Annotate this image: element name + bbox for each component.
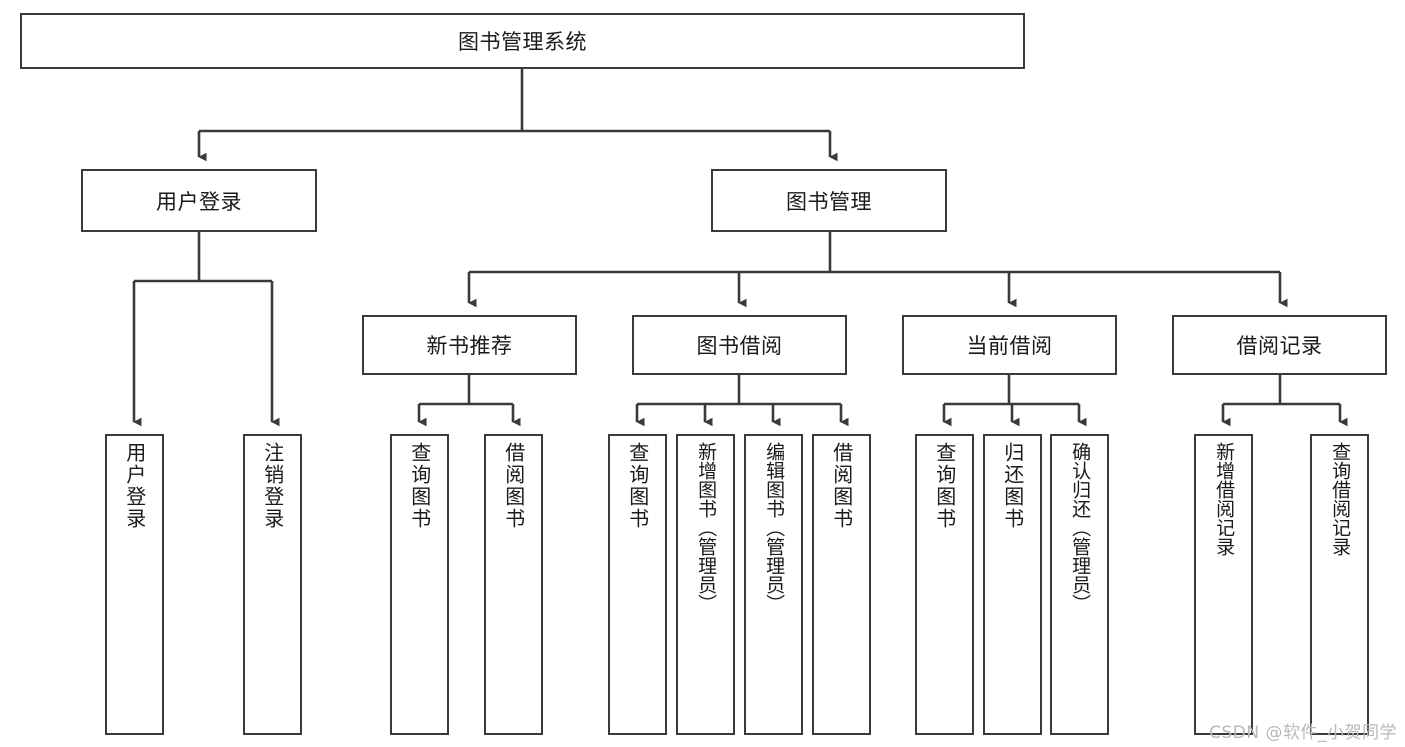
node-book-manage-label: 图书管理 xyxy=(786,189,872,214)
watermark: CSDN @软件_小贺同学 xyxy=(1209,723,1397,743)
node-root[interactable]: 图书管理系统 xyxy=(20,13,1025,69)
leaf-query-book-1[interactable]: 查询图书 xyxy=(390,434,449,735)
leaf-query-book-3-label: 查询图书 xyxy=(932,442,957,530)
leaf-borrow-book-1[interactable]: 借阅图书 xyxy=(484,434,543,735)
node-borrow-record-label: 借阅记录 xyxy=(1236,334,1323,358)
leaf-return-book-label: 归还图书 xyxy=(1000,442,1025,530)
node-new-book-recommend[interactable]: 新书推荐 xyxy=(362,315,577,375)
node-book-manage[interactable]: 图书管理 xyxy=(711,169,947,232)
leaf-add-record[interactable]: 新增借阅记录 xyxy=(1194,434,1253,735)
leaf-edit-book[interactable]: 编辑图书（管理员） xyxy=(744,434,803,735)
node-book-borrow[interactable]: 图书借阅 xyxy=(632,315,847,375)
leaf-return-book[interactable]: 归还图书 xyxy=(983,434,1042,735)
leaf-confirm-return-label: 确认归还（管理员） xyxy=(1069,442,1092,613)
leaf-user-login[interactable]: 用户登录 xyxy=(105,434,164,735)
leaf-confirm-return[interactable]: 确认归还（管理员） xyxy=(1050,434,1109,735)
leaf-add-book-label: 新增图书（管理员） xyxy=(695,442,718,613)
leaf-query-book-2-label: 查询图书 xyxy=(625,442,650,530)
node-user-login-label: 用户登录 xyxy=(156,189,242,214)
leaf-user-logout[interactable]: 注销登录 xyxy=(243,434,302,735)
node-current-borrow-label: 当前借阅 xyxy=(966,334,1053,358)
leaf-query-book-2[interactable]: 查询图书 xyxy=(608,434,667,735)
leaf-query-record-label: 查询借阅记录 xyxy=(1329,442,1352,556)
node-book-borrow-label: 图书借阅 xyxy=(696,334,783,358)
leaf-query-book-1-label: 查询图书 xyxy=(407,442,432,530)
leaf-user-logout-label: 注销登录 xyxy=(260,442,285,530)
leaf-borrow-book-2-label: 借阅图书 xyxy=(829,442,854,530)
leaf-borrow-book-1-label: 借阅图书 xyxy=(501,442,526,530)
leaf-add-book[interactable]: 新增图书（管理员） xyxy=(676,434,735,735)
leaf-query-record[interactable]: 查询借阅记录 xyxy=(1310,434,1369,735)
leaf-edit-book-label: 编辑图书（管理员） xyxy=(763,442,786,613)
leaf-borrow-book-2[interactable]: 借阅图书 xyxy=(812,434,871,735)
leaf-user-login-label: 用户登录 xyxy=(122,442,147,530)
node-user-login[interactable]: 用户登录 xyxy=(81,169,317,232)
node-current-borrow[interactable]: 当前借阅 xyxy=(902,315,1117,375)
node-borrow-record[interactable]: 借阅记录 xyxy=(1172,315,1387,375)
node-new-book-recommend-label: 新书推荐 xyxy=(426,334,513,358)
node-root-label: 图书管理系统 xyxy=(458,30,587,54)
leaf-query-book-3[interactable]: 查询图书 xyxy=(915,434,974,735)
leaf-add-record-label: 新增借阅记录 xyxy=(1213,442,1236,556)
